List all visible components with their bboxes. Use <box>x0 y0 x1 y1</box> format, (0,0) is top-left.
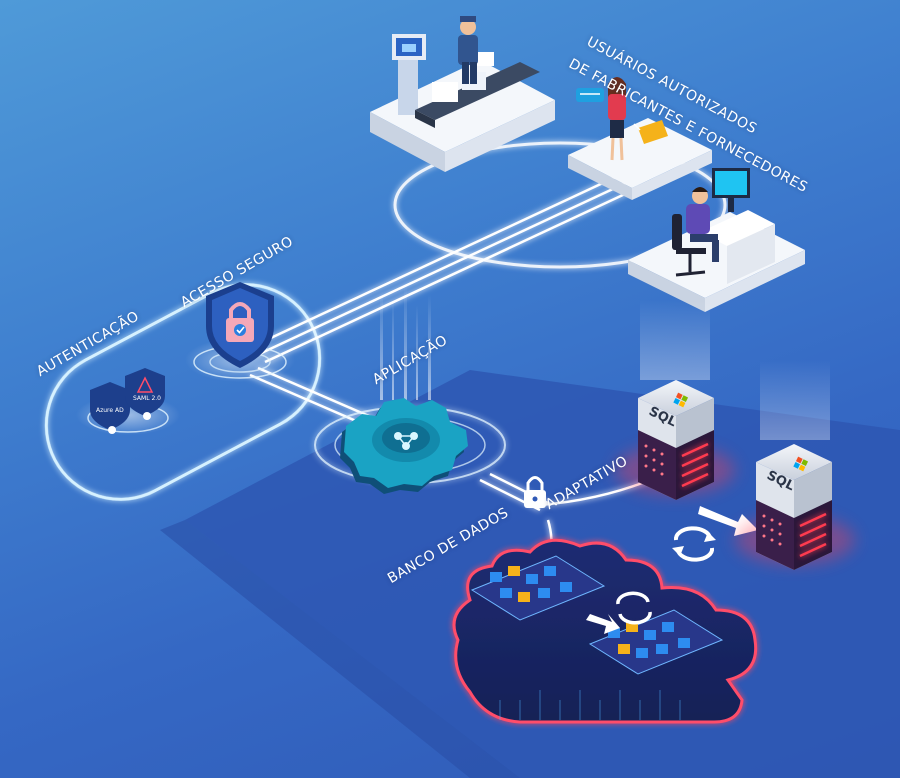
secure-access-node <box>185 282 295 382</box>
cloud-icon <box>452 538 758 724</box>
shield-lock-icon <box>206 282 274 368</box>
padlock-icon <box>524 476 546 508</box>
application-node <box>314 285 506 494</box>
users-ring <box>393 141 727 269</box>
svg-text:Azure AD: Azure AD <box>96 407 124 414</box>
sql-server-replica: SQL <box>735 360 855 570</box>
floor-platform-shade <box>160 520 520 778</box>
folder-icon <box>490 566 690 658</box>
windows-logo-icon <box>793 456 809 472</box>
auth-track <box>44 283 322 501</box>
shopper-station <box>568 77 712 200</box>
sql-server-primary: SQL <box>615 300 735 500</box>
sync-icon <box>616 591 652 625</box>
authentication-node: Azure AD SAML 2.0 <box>76 368 180 435</box>
monitor-icon <box>402 44 416 52</box>
svg-text:SAML 2.0: SAML 2.0 <box>133 395 161 402</box>
saml-badge: SAML 2.0 <box>125 368 165 420</box>
windows-logo-icon <box>673 392 689 408</box>
azure-ad-badge: Azure AD <box>90 382 130 434</box>
data-beams <box>380 285 431 400</box>
chat-bubble-icon <box>576 88 604 102</box>
shopping-cart-icon <box>633 120 668 144</box>
factory-station <box>370 16 555 172</box>
gear-icon <box>340 398 468 494</box>
office-station <box>628 168 805 312</box>
